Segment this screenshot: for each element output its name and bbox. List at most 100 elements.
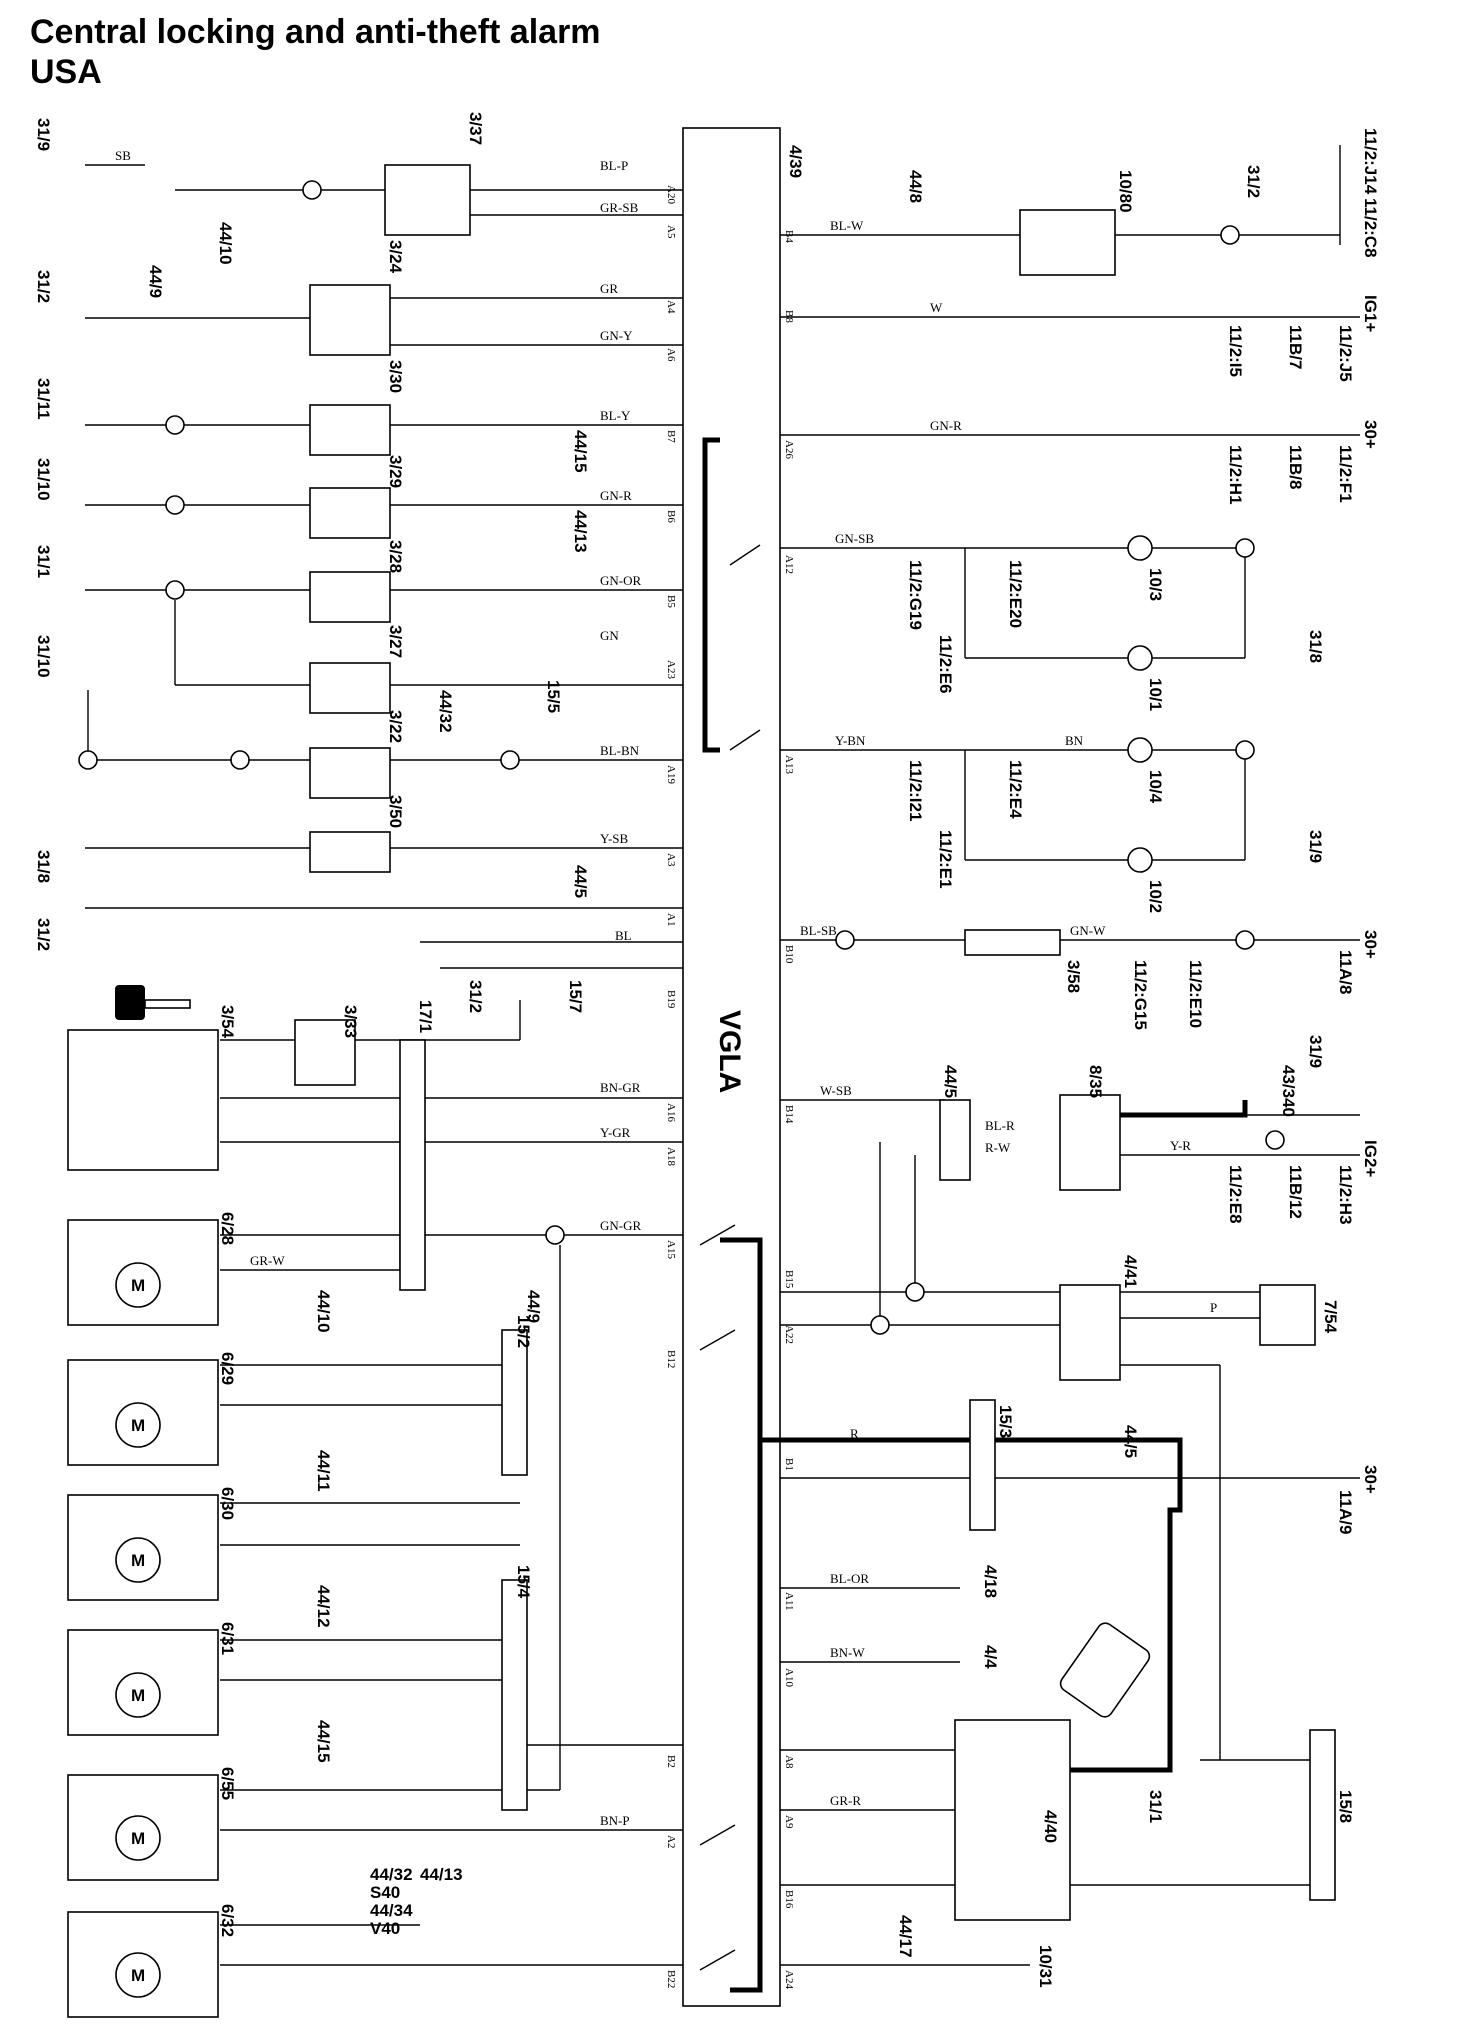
svg-text:31/1: 31/1 — [1146, 1790, 1165, 1823]
motor-ref-6-55: 6/55 — [218, 1767, 237, 1800]
internal-switches — [699, 544, 761, 1971]
internal-bus-upper — [702, 437, 720, 753]
svg-text:A11: A11 — [783, 1592, 795, 1611]
svg-text:BL-P: BL-P — [600, 158, 628, 173]
svg-text:15/7: 15/7 — [566, 980, 585, 1013]
svg-text:43/340: 43/340 — [1279, 1065, 1298, 1117]
svg-text:4/41: 4/41 — [1121, 1255, 1140, 1288]
svg-text:B15: B15 — [783, 1270, 795, 1289]
motor-ref-6-29: 6/29 — [218, 1352, 237, 1385]
svg-text:A20: A20 — [665, 185, 677, 204]
svg-text:15/3: 15/3 — [996, 1405, 1015, 1438]
svg-text:B10: B10 — [783, 945, 795, 964]
motor-symbol-2: M — [131, 1416, 145, 1435]
svg-text:44/13: 44/13 — [571, 510, 590, 553]
motor-symbol-4: M — [131, 1686, 145, 1705]
svg-text:31/11: 31/11 — [34, 378, 53, 420]
svg-text:A2: A2 — [665, 1835, 677, 1848]
svg-text:44/17: 44/17 — [896, 1915, 915, 1958]
svg-text:11B/8: 11B/8 — [1286, 445, 1305, 489]
svg-text:11/2:E10: 11/2:E10 — [1186, 960, 1205, 1028]
svg-text:44/5: 44/5 — [1121, 1425, 1140, 1458]
svg-text:BL-R: BL-R — [985, 1118, 1015, 1133]
svg-text:44/12: 44/12 — [314, 1585, 333, 1628]
svg-text:3/58: 3/58 — [1064, 960, 1083, 993]
svg-text:7/54: 7/54 — [1321, 1300, 1340, 1334]
svg-text:3/37: 3/37 — [466, 112, 485, 145]
left-switch-boxes — [294, 164, 528, 1811]
vgla-module — [682, 127, 781, 2007]
svg-text:31/1: 31/1 — [34, 545, 53, 578]
svg-text:11/2:G19: 11/2:G19 — [906, 560, 925, 630]
connector-15-4-strip — [501, 1579, 528, 1811]
svg-text:30+: 30+ — [1361, 1465, 1380, 1494]
motor-ref-6-30: 6/30 — [218, 1487, 237, 1520]
svg-text:GR-SB: GR-SB — [600, 200, 639, 215]
svg-text:B2: B2 — [665, 1755, 677, 1768]
svg-text:31/8: 31/8 — [34, 850, 53, 883]
connector-15-2-strip — [501, 1329, 528, 1476]
svg-text:Y-GR: Y-GR — [600, 1125, 631, 1140]
svg-text:11/2:E8: 11/2:E8 — [1226, 1165, 1245, 1224]
svg-text:31/9: 31/9 — [1306, 1035, 1325, 1068]
left-splices — [78, 180, 565, 1245]
svg-text:B22: B22 — [665, 1970, 677, 1988]
svg-text:31/2: 31/2 — [1244, 165, 1263, 198]
svg-text:A15: A15 — [665, 1240, 677, 1259]
svg-text:GN-W: GN-W — [1070, 923, 1106, 938]
svg-text:44/10: 44/10 — [216, 222, 235, 265]
svg-text:15/5: 15/5 — [544, 680, 563, 713]
svg-text:11/2:J14: 11/2:J14 — [1361, 128, 1380, 195]
switch-3-28-box — [309, 487, 391, 539]
svg-text:A24: A24 — [783, 1970, 795, 1989]
motor-boxes — [67, 1029, 219, 2018]
svg-text:B8: B8 — [783, 310, 795, 323]
svg-text:BL: BL — [615, 928, 632, 943]
svg-text:A6: A6 — [665, 348, 677, 362]
svg-text:W-SB: W-SB — [820, 1083, 852, 1098]
right-splices — [835, 225, 1285, 1335]
svg-text:10/4: 10/4 — [1146, 770, 1165, 804]
svg-text:A13: A13 — [783, 755, 795, 774]
svg-text:B12: B12 — [665, 1350, 677, 1368]
svg-text:31/9: 31/9 — [34, 118, 53, 151]
svg-text:BL-Y: BL-Y — [600, 408, 631, 423]
svg-text:11/2:C8: 11/2:C8 — [1361, 198, 1380, 258]
svg-text:10/3: 10/3 — [1146, 568, 1165, 601]
svg-text:11B/12: 11B/12 — [1286, 1165, 1305, 1219]
module-7-54-box — [1259, 1284, 1316, 1346]
svg-text:31/9: 31/9 — [1306, 830, 1325, 863]
svg-text:R-W: R-W — [985, 1140, 1011, 1155]
svg-text:A1: A1 — [665, 913, 677, 926]
svg-text:44/32: 44/32 — [370, 1865, 413, 1884]
svg-text:3/50: 3/50 — [386, 795, 405, 828]
svg-text:B19: B19 — [665, 990, 677, 1009]
module-pin-labels: A20 A5 B4 A4 A6 B8 B7 A26 B6 A12 B5 A23 … — [665, 185, 795, 1989]
relay-3-37-box — [384, 164, 471, 236]
r-bus — [760, 1437, 1183, 1773]
svg-text:B1: B1 — [783, 1458, 795, 1471]
title-line-2: USA — [30, 53, 102, 91]
svg-text:4/18: 4/18 — [981, 1565, 1000, 1598]
svg-text:3/22: 3/22 — [386, 710, 405, 743]
svg-text:Y-BN: Y-BN — [835, 733, 866, 748]
svg-text:B4: B4 — [783, 230, 795, 243]
svg-text:10/1: 10/1 — [1146, 678, 1165, 711]
svg-text:S40: S40 — [370, 1883, 400, 1902]
svg-text:V40: V40 — [370, 1919, 400, 1938]
diagram-title: Central locking and anti-theft alarm USA — [30, 12, 601, 92]
left-ground-labels: 31/9 31/2 31/11 31/10 31/1 31/10 31/8 31… — [34, 118, 53, 951]
svg-text:W: W — [930, 300, 943, 315]
svg-text:BN-GR: BN-GR — [600, 1080, 641, 1095]
svg-text:GN-SB: GN-SB — [835, 531, 874, 546]
svg-text:30+: 30+ — [1361, 420, 1380, 449]
svg-text:A23: A23 — [665, 660, 677, 679]
led-10-80-box — [1019, 209, 1116, 276]
motor-symbol-1: M — [131, 1276, 145, 1295]
switch-3-29-box — [309, 404, 391, 456]
svg-text:15/4: 15/4 — [514, 1565, 533, 1599]
svg-text:10/2: 10/2 — [1146, 880, 1165, 913]
right-labels: 11/2:J14 11/2:C8 31/2 10/80 44/8 IG1+ 11… — [896, 128, 1380, 1988]
motor-symbol-5: M — [131, 1829, 145, 1848]
